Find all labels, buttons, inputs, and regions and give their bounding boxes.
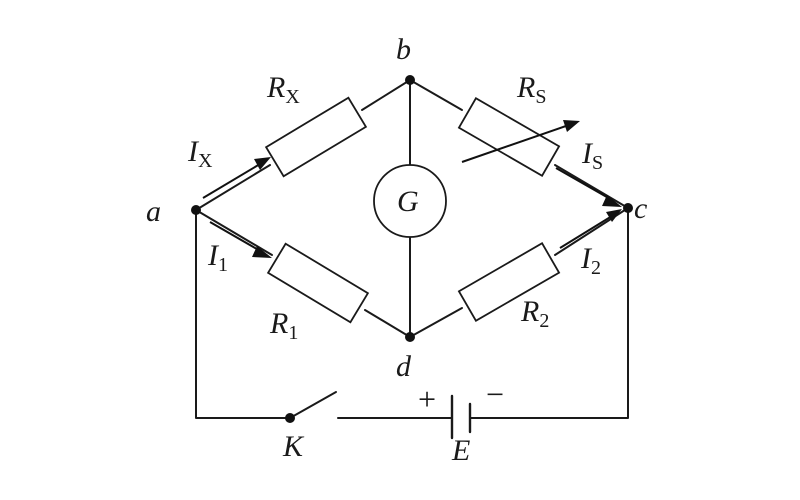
variable-resistor-arrow-icon — [461, 120, 580, 163]
node-b-dot — [405, 75, 415, 85]
node-c-label: c — [634, 192, 647, 225]
wire-r1-to-d — [364, 309, 411, 338]
switch-pivot-dot — [285, 413, 295, 423]
node-a-dot — [191, 205, 201, 215]
switch-label: K — [282, 430, 305, 463]
battery-plus-sign: + — [418, 381, 436, 417]
current-ix-label: IX — [187, 135, 213, 172]
node-a-label: a — [146, 195, 161, 228]
current-arrow-ix-icon — [202, 157, 271, 199]
wire-a-to-r1 — [195, 209, 273, 256]
galvanometer-label: G — [397, 185, 419, 218]
wire-d-to-r2 — [409, 307, 463, 338]
galvanometer-circle — [373, 164, 447, 238]
resistor-rs-label: RS — [516, 71, 546, 108]
node-c-dot — [623, 203, 633, 213]
node-d-label: d — [396, 350, 412, 383]
battery-minus-sign: − — [486, 376, 504, 412]
resistor-r1-label: R1 — [269, 307, 298, 344]
resistor-r2-label: R2 — [520, 295, 549, 332]
battery-label: E — [451, 434, 470, 467]
node-d-dot — [405, 332, 415, 342]
wire-rs-to-c — [554, 164, 629, 209]
current-arrow-i1-icon — [209, 221, 272, 258]
current-arrow-is-icon — [555, 167, 622, 207]
node-b-label: b — [396, 33, 411, 66]
current-arrow-i2-icon — [559, 209, 622, 249]
current-i1-label: I1 — [207, 239, 228, 276]
current-is-label: IS — [581, 137, 603, 174]
resistor-rs — [457, 97, 561, 177]
wire-a-down-to-switch — [195, 209, 291, 419]
current-i2-label: I2 — [580, 242, 601, 279]
switch-blade — [289, 391, 337, 419]
wire-rx-to-b — [361, 79, 411, 111]
wire-a-to-rx — [195, 164, 271, 211]
resistor-r1 — [266, 242, 370, 324]
resistor-rx-label: RX — [266, 71, 300, 108]
wire-battery-to-c — [469, 207, 629, 419]
resistor-rx — [264, 96, 368, 178]
resistor-r2 — [457, 242, 561, 322]
wire-b-to-rs — [409, 79, 463, 111]
